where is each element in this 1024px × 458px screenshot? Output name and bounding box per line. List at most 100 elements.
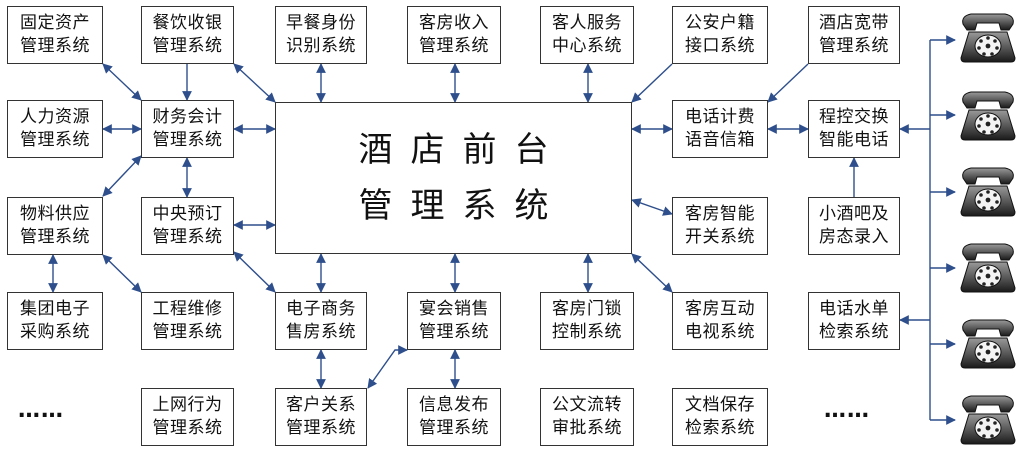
telephone-icon [957,10,1019,64]
module-label: 客房门锁 [552,299,622,319]
module-label: 管理系统 [20,130,90,150]
module-breakfast-id: 早餐身份 识别系统 [275,6,367,64]
core-title-line2: 管理系统 [358,186,567,226]
arrow-materials-engineering [102,254,142,293]
module-label: 客户关系 [286,395,356,415]
module-room-door-lock: 客房门锁 控制系统 [540,292,634,350]
module-label: 检索系统 [819,322,889,342]
module-police-registry: 公安户籍 接口系统 [672,6,768,64]
module-label: 餐饮收银 [152,13,223,33]
module-label: 人力资源 [20,107,90,127]
module-guest-service: 客人服务 中心系统 [540,6,634,64]
module-label: 检索系统 [685,418,755,438]
module-label: 客房智能 [685,204,755,224]
module-hotel-broadband: 酒店宽带 管理系统 [808,6,900,64]
module-label: 客房互动 [685,299,755,319]
module-fixed-assets: 固定资产 管理系统 [7,6,103,64]
module-room-revenue: 客房收入 管理系统 [407,6,501,64]
module-label: 程控交换 [819,107,889,127]
telephone-icon [957,88,1019,142]
module-label: 中央预订 [152,204,223,224]
ellipsis-right: …… [824,398,870,423]
module-label: 公安户籍 [685,13,755,33]
module-label: 语音信箱 [685,130,755,150]
arrow-catering-center [233,63,276,103]
module-label: 管理系统 [419,36,489,56]
telephone-icon [957,164,1019,218]
core-title-line1: 酒店前台 [358,130,567,170]
module-group-procurement: 集团电子 采购系统 [7,292,103,350]
module-label: 上网行为 [152,395,223,415]
module-label: 电视系统 [685,322,755,342]
module-label: 电话计费 [685,107,755,127]
module-doc-archive: 文档保存 检索系统 [672,388,768,446]
module-label: 管理系统 [819,36,889,56]
module-label: 识别系统 [286,36,356,56]
telephone-icon [957,392,1019,446]
module-pbx-phone: 程控交换 智能电话 [808,100,900,158]
module-label: 小酒吧及 [819,204,889,224]
module-label: 物料供应 [20,204,90,224]
module-label: 电子商务 [286,299,356,319]
module-label: 管理系统 [152,418,223,438]
module-catering-pos: 餐饮收银 管理系统 [141,6,234,64]
module-label: 电话水单 [819,299,889,319]
arrow-smart-switch-center [631,198,673,216]
module-banquet-sales: 宴会销售 管理系统 [407,292,501,350]
module-label: 工程维修 [152,299,223,319]
module-info-publishing: 信息发布 管理系统 [407,388,501,446]
module-phone-bill-search: 电话水单 检索系统 [808,292,900,350]
module-label: 酒店宽带 [819,13,889,33]
module-label: 管理系统 [20,227,90,247]
module-label: 客房收入 [419,13,489,33]
module-label: 宴会销售 [419,299,489,319]
module-finance: 财务会计 管理系统 [141,100,234,158]
module-label: 管理系统 [286,418,356,438]
module-label: 开关系统 [685,227,755,247]
module-label: 智能电话 [819,130,889,150]
module-interactive-tv: 客房互动 电视系统 [672,292,768,350]
module-label: 财务会计 [152,107,223,127]
module-label: 信息发布 [419,395,489,415]
module-label: 固定资产 [20,13,90,33]
arrow-crm-banquet [367,345,408,389]
arrow-materials-finance [102,155,142,197]
module-label: 管理系统 [152,227,223,247]
module-label: 审批系统 [552,418,622,438]
arrow-broadband-billing [767,63,809,103]
front-desk-core-box: 酒店前台 管理系统 [275,102,632,254]
module-label: 管理系统 [152,36,223,56]
module-label: 管理系统 [152,130,223,150]
module-label: 管理系统 [419,418,489,438]
arrow-police-center [631,63,673,103]
module-minibar-room-status: 小酒吧及 房态录入 [808,197,900,255]
ellipsis-left: …… [18,398,64,423]
arrow-fixed-assets-finance [102,63,142,101]
module-label: 接口系统 [685,36,755,56]
module-label: 中心系统 [552,36,622,56]
module-room-smart-switch: 客房智能 开关系统 [672,197,768,255]
telephone-icon [957,240,1019,294]
module-label: 采购系统 [20,322,90,342]
module-label: 早餐身份 [286,13,356,33]
module-label: 客人服务 [552,13,622,33]
module-doc-approval: 公文流转 审批系统 [540,388,634,446]
module-crm: 客户关系 管理系统 [275,388,367,446]
module-label: 管理系统 [152,322,223,342]
telephone-icon [957,316,1019,370]
module-internet-behavior: 上网行为 管理系统 [141,388,234,446]
arrow-center-interactive-tv [631,253,673,293]
module-phone-billing: 电话计费 语音信箱 [672,100,768,158]
module-materials-supply: 物料供应 管理系统 [7,197,103,255]
module-ecommerce-booking: 电子商务 售房系统 [275,292,367,350]
module-label: 文档保存 [685,395,755,415]
module-human-resources: 人力资源 管理系统 [7,100,103,158]
module-label: 房态录入 [819,227,889,247]
module-label: 售房系统 [286,322,356,342]
arrow-central-ecommerce [233,251,276,293]
module-central-reservation: 中央预订 管理系统 [141,197,234,255]
module-label: 管理系统 [20,36,90,56]
module-label: 公文流转 [552,395,622,415]
